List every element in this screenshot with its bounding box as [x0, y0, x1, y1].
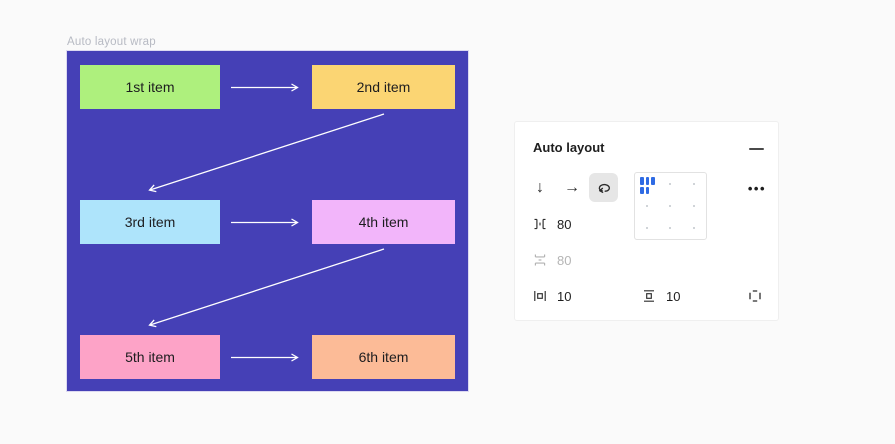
horizontal-padding-field[interactable]: 10 — [532, 288, 581, 304]
individual-padding-icon — [749, 290, 761, 302]
more-options-icon: ••• — [747, 180, 766, 196]
alignment-dot — [682, 217, 706, 239]
layout-item-2[interactable]: 2nd item — [312, 65, 455, 109]
arrow-down-icon: ↓ — [536, 179, 544, 196]
auto-layout-panel: Auto layout ↓ → — [515, 122, 778, 320]
item-label: 6th item — [358, 349, 409, 365]
horizontal-padding-value[interactable]: 10 — [557, 288, 572, 304]
alignment-grid[interactable] — [634, 172, 707, 240]
layout-item-4[interactable]: 4th item — [312, 200, 455, 244]
alignment-dot — [682, 195, 706, 217]
layout-item-5[interactable]: 5th item — [80, 335, 220, 379]
direction-vertical-button[interactable]: ↓ — [527, 175, 553, 201]
item-label: 4th item — [358, 214, 409, 230]
advanced-layout-button[interactable]: ••• — [747, 178, 767, 198]
wrap-icon — [598, 183, 610, 193]
alignment-dot — [635, 195, 659, 217]
wrap-button-selected[interactable] — [589, 173, 618, 202]
vertical-gap-icon — [532, 252, 548, 268]
wrap-alignment-icon — [640, 177, 658, 194]
horizontal-gap-field[interactable]: 80 — [532, 216, 581, 232]
vertical-padding-value[interactable]: 10 — [666, 288, 681, 304]
auto-layout-frame[interactable]: 1st item 2nd item 3rd item 4th item 5th … — [66, 50, 469, 392]
arrow-right-icon: → — [564, 179, 580, 196]
horizontal-padding-icon — [532, 288, 548, 304]
vertical-gap-value[interactable]: 80 — [557, 252, 572, 268]
minus-icon — [748, 148, 764, 150]
remove-auto-layout-button[interactable] — [747, 140, 765, 158]
alignment-dot — [635, 217, 659, 239]
layout-item-6[interactable]: 6th item — [312, 335, 455, 379]
direction-horizontal-button[interactable]: → — [559, 175, 585, 201]
item-label: 2nd item — [356, 79, 411, 95]
layout-item-3[interactable]: 3rd item — [80, 200, 220, 244]
horizontal-gap-value[interactable]: 80 — [557, 216, 572, 232]
item-label: 5th item — [125, 349, 175, 365]
vertical-padding-field[interactable]: 10 — [641, 288, 690, 304]
alignment-dot — [659, 173, 683, 195]
alignment-dot — [659, 217, 683, 239]
alignment-top-left-selected — [635, 173, 659, 195]
panel-title: Auto layout — [533, 140, 605, 155]
individual-padding-button[interactable] — [745, 286, 765, 306]
horizontal-gap-icon — [532, 216, 548, 232]
layout-item-1[interactable]: 1st item — [80, 65, 220, 109]
alignment-dot — [682, 173, 706, 195]
vertical-padding-icon — [641, 288, 657, 304]
alignment-dot — [659, 195, 683, 217]
item-label: 3rd item — [124, 214, 176, 230]
vertical-gap-field[interactable]: 80 — [532, 252, 581, 268]
item-label: 1st item — [125, 79, 175, 95]
frame-label[interactable]: Auto layout wrap — [67, 36, 156, 48]
